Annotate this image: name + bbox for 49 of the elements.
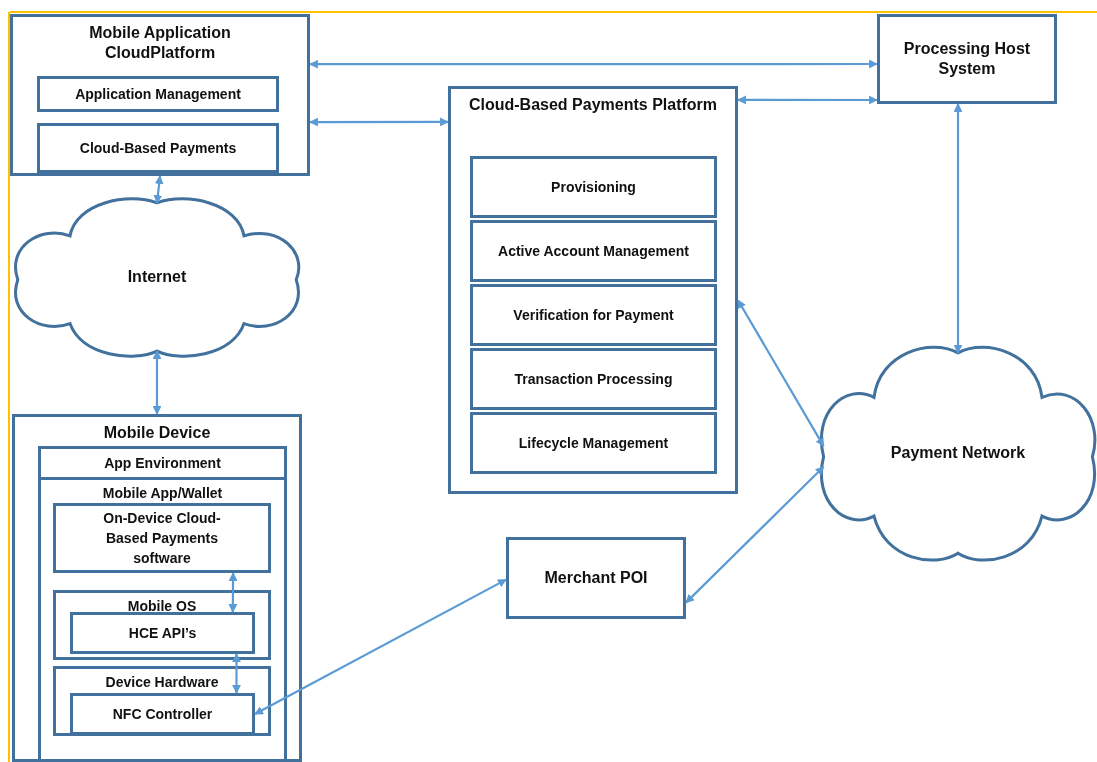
double-arrow	[228, 572, 238, 613]
node-label: Verification for Payment	[512, 306, 675, 325]
node-label: Transaction Processing	[513, 370, 674, 389]
node-label: Application Management	[74, 85, 242, 104]
double-arrow	[153, 175, 164, 204]
node-label: Provisioning	[550, 178, 637, 197]
node-label: On-Device Cloud-Based Payments software	[102, 509, 222, 568]
group-title: Mobile App/Wallet	[101, 484, 224, 503]
node-label: Internet	[126, 267, 188, 287]
node-label: Cloud-Based Payments	[78, 139, 238, 158]
group-title: Device Hardware	[104, 673, 220, 692]
process-box	[470, 348, 717, 410]
double-arrow	[309, 59, 878, 69]
double-arrow	[254, 578, 507, 715]
container-box	[12, 414, 302, 762]
group-title: Mobile Application CloudPlatform	[88, 23, 232, 63]
container-box	[53, 666, 271, 736]
process-box	[37, 123, 279, 173]
group-title: Mobile Device	[102, 423, 212, 443]
node-label: Active Account Management	[497, 242, 690, 261]
process-box	[470, 412, 717, 474]
process-box	[70, 612, 255, 654]
double-arrow	[737, 95, 878, 105]
process-box	[470, 156, 717, 218]
process-box	[506, 537, 686, 619]
process-box	[470, 220, 717, 282]
double-arrow	[953, 103, 963, 354]
double-arrow	[152, 350, 162, 415]
process-box	[53, 503, 271, 573]
node-label: NFC Controller	[111, 705, 214, 724]
process-box	[470, 284, 717, 346]
container-box	[448, 86, 738, 494]
container-box	[53, 590, 271, 660]
node-label: HCE API’s	[127, 624, 198, 643]
container-box	[10, 14, 310, 176]
node-label: Payment Network	[889, 443, 1027, 463]
double-arrow	[309, 117, 449, 127]
double-arrow	[685, 466, 825, 604]
node-label: Processing Host System	[902, 39, 1032, 79]
process-box	[877, 14, 1057, 104]
group-title: Mobile OS	[126, 597, 198, 616]
node-label: Merchant POI	[543, 568, 649, 588]
process-box	[37, 76, 279, 112]
process-box	[70, 693, 255, 735]
double-arrow	[737, 299, 825, 447]
group-title: App Environment	[103, 454, 222, 473]
node-label: Lifecycle Management	[517, 434, 670, 453]
double-arrow	[232, 653, 241, 694]
group-title: Cloud-Based Payments Platform	[467, 95, 719, 115]
